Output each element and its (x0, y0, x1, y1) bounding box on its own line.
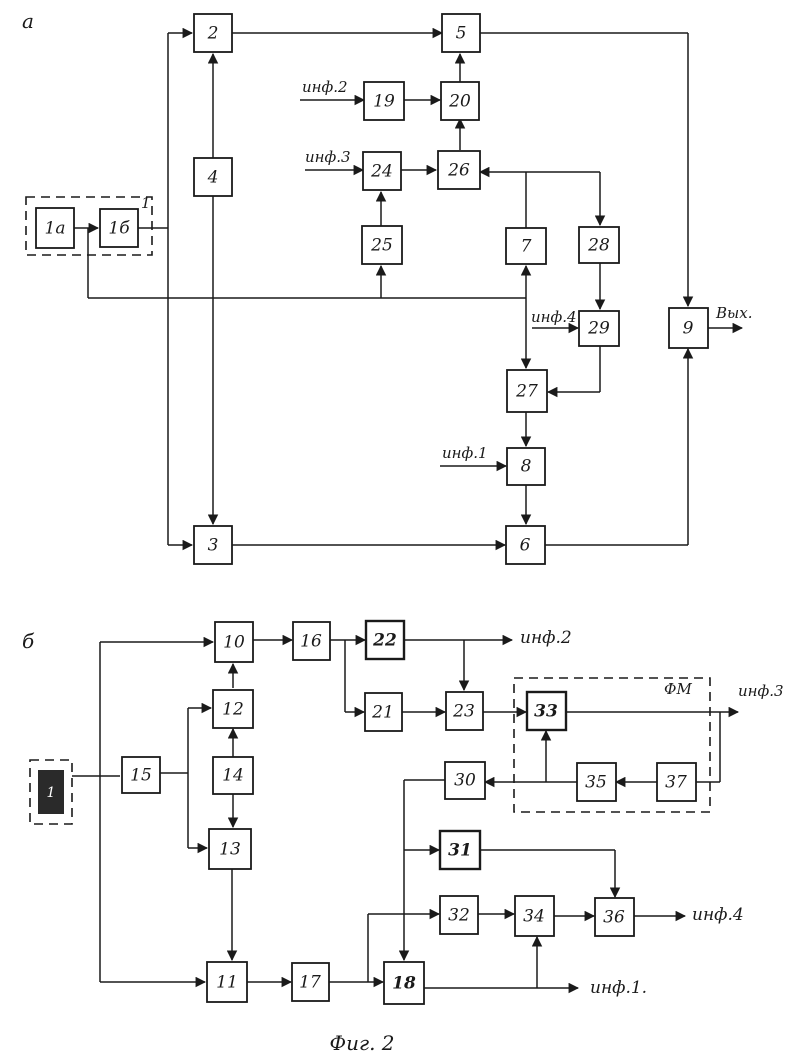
block-33-label: 33 (534, 702, 558, 722)
block-16-label: 16 (300, 632, 322, 652)
block-32-label: 32 (448, 906, 470, 926)
block-11-label: 11 (216, 973, 238, 993)
block-1a-label: 1а (45, 219, 66, 239)
block-25-label: 25 (370, 236, 393, 256)
signal-inf4-a: инф.4 (531, 308, 577, 326)
block-17-label: 17 (299, 973, 321, 993)
signal-inf1-a: инф.1 (442, 444, 488, 462)
block-3-label: 3 (208, 536, 219, 556)
source-b-label: 1 (47, 785, 56, 801)
signal-inf2-b: инф.2 (520, 628, 572, 648)
block-30-label: 30 (454, 771, 476, 791)
block-26-label: 26 (447, 161, 470, 181)
block-14-label: 14 (222, 766, 244, 786)
signal-inf3-a: инф.3 (305, 148, 351, 166)
signal-inf4-b: инф.4 (692, 905, 744, 925)
block-5-label: 5 (456, 24, 467, 44)
signal-out: Вых. (715, 304, 752, 322)
block-13-label: 13 (219, 840, 241, 860)
block-12-label: 12 (222, 700, 244, 720)
source-group-ref: 1 (141, 194, 151, 212)
part-a-label: а (22, 9, 34, 33)
block-6-label: 6 (520, 536, 531, 556)
block-22-label: 22 (372, 631, 397, 651)
block-28-label: 28 (587, 236, 610, 256)
block-9-label: 9 (683, 319, 694, 339)
block-15-label: 15 (130, 766, 152, 786)
block-37-label: 37 (665, 773, 687, 793)
block-18-label: 18 (392, 974, 416, 994)
block-24-label: 24 (370, 162, 393, 182)
figure-caption: Фиг. 2 (329, 1031, 394, 1055)
block-34-label: 34 (523, 907, 545, 927)
block-31-label: 31 (448, 841, 472, 861)
block-4-label: 4 (207, 168, 219, 188)
block-10-label: 10 (223, 633, 245, 653)
block-8-label: 8 (521, 457, 532, 477)
block-20-label: 20 (448, 92, 471, 112)
fm-label: ФМ (664, 680, 692, 698)
connections-a (74, 33, 742, 545)
block-23-label: 23 (452, 702, 475, 722)
block-19-label: 19 (373, 92, 395, 112)
connections-b (72, 640, 738, 988)
signal-inf3-b: инф.3 (738, 682, 784, 700)
block-2-label: 2 (207, 24, 219, 44)
block-1b-label: 1б (108, 219, 130, 239)
block-7-label: 7 (521, 237, 532, 257)
signal-inf2-a: инф.2 (302, 78, 348, 96)
blocks-a: 1а 1б 2 3 4 5 19 20 24 26 25 7 28 29 27 … (36, 14, 708, 564)
block-36-label: 36 (603, 908, 625, 928)
block-29-label: 29 (587, 319, 610, 339)
block-21-label: 21 (371, 703, 394, 723)
signal-inf1-b: инф.1. (590, 978, 647, 998)
part-b-label: б (22, 629, 35, 653)
block-27-label: 27 (515, 382, 538, 402)
block-35-label: 35 (585, 773, 607, 793)
